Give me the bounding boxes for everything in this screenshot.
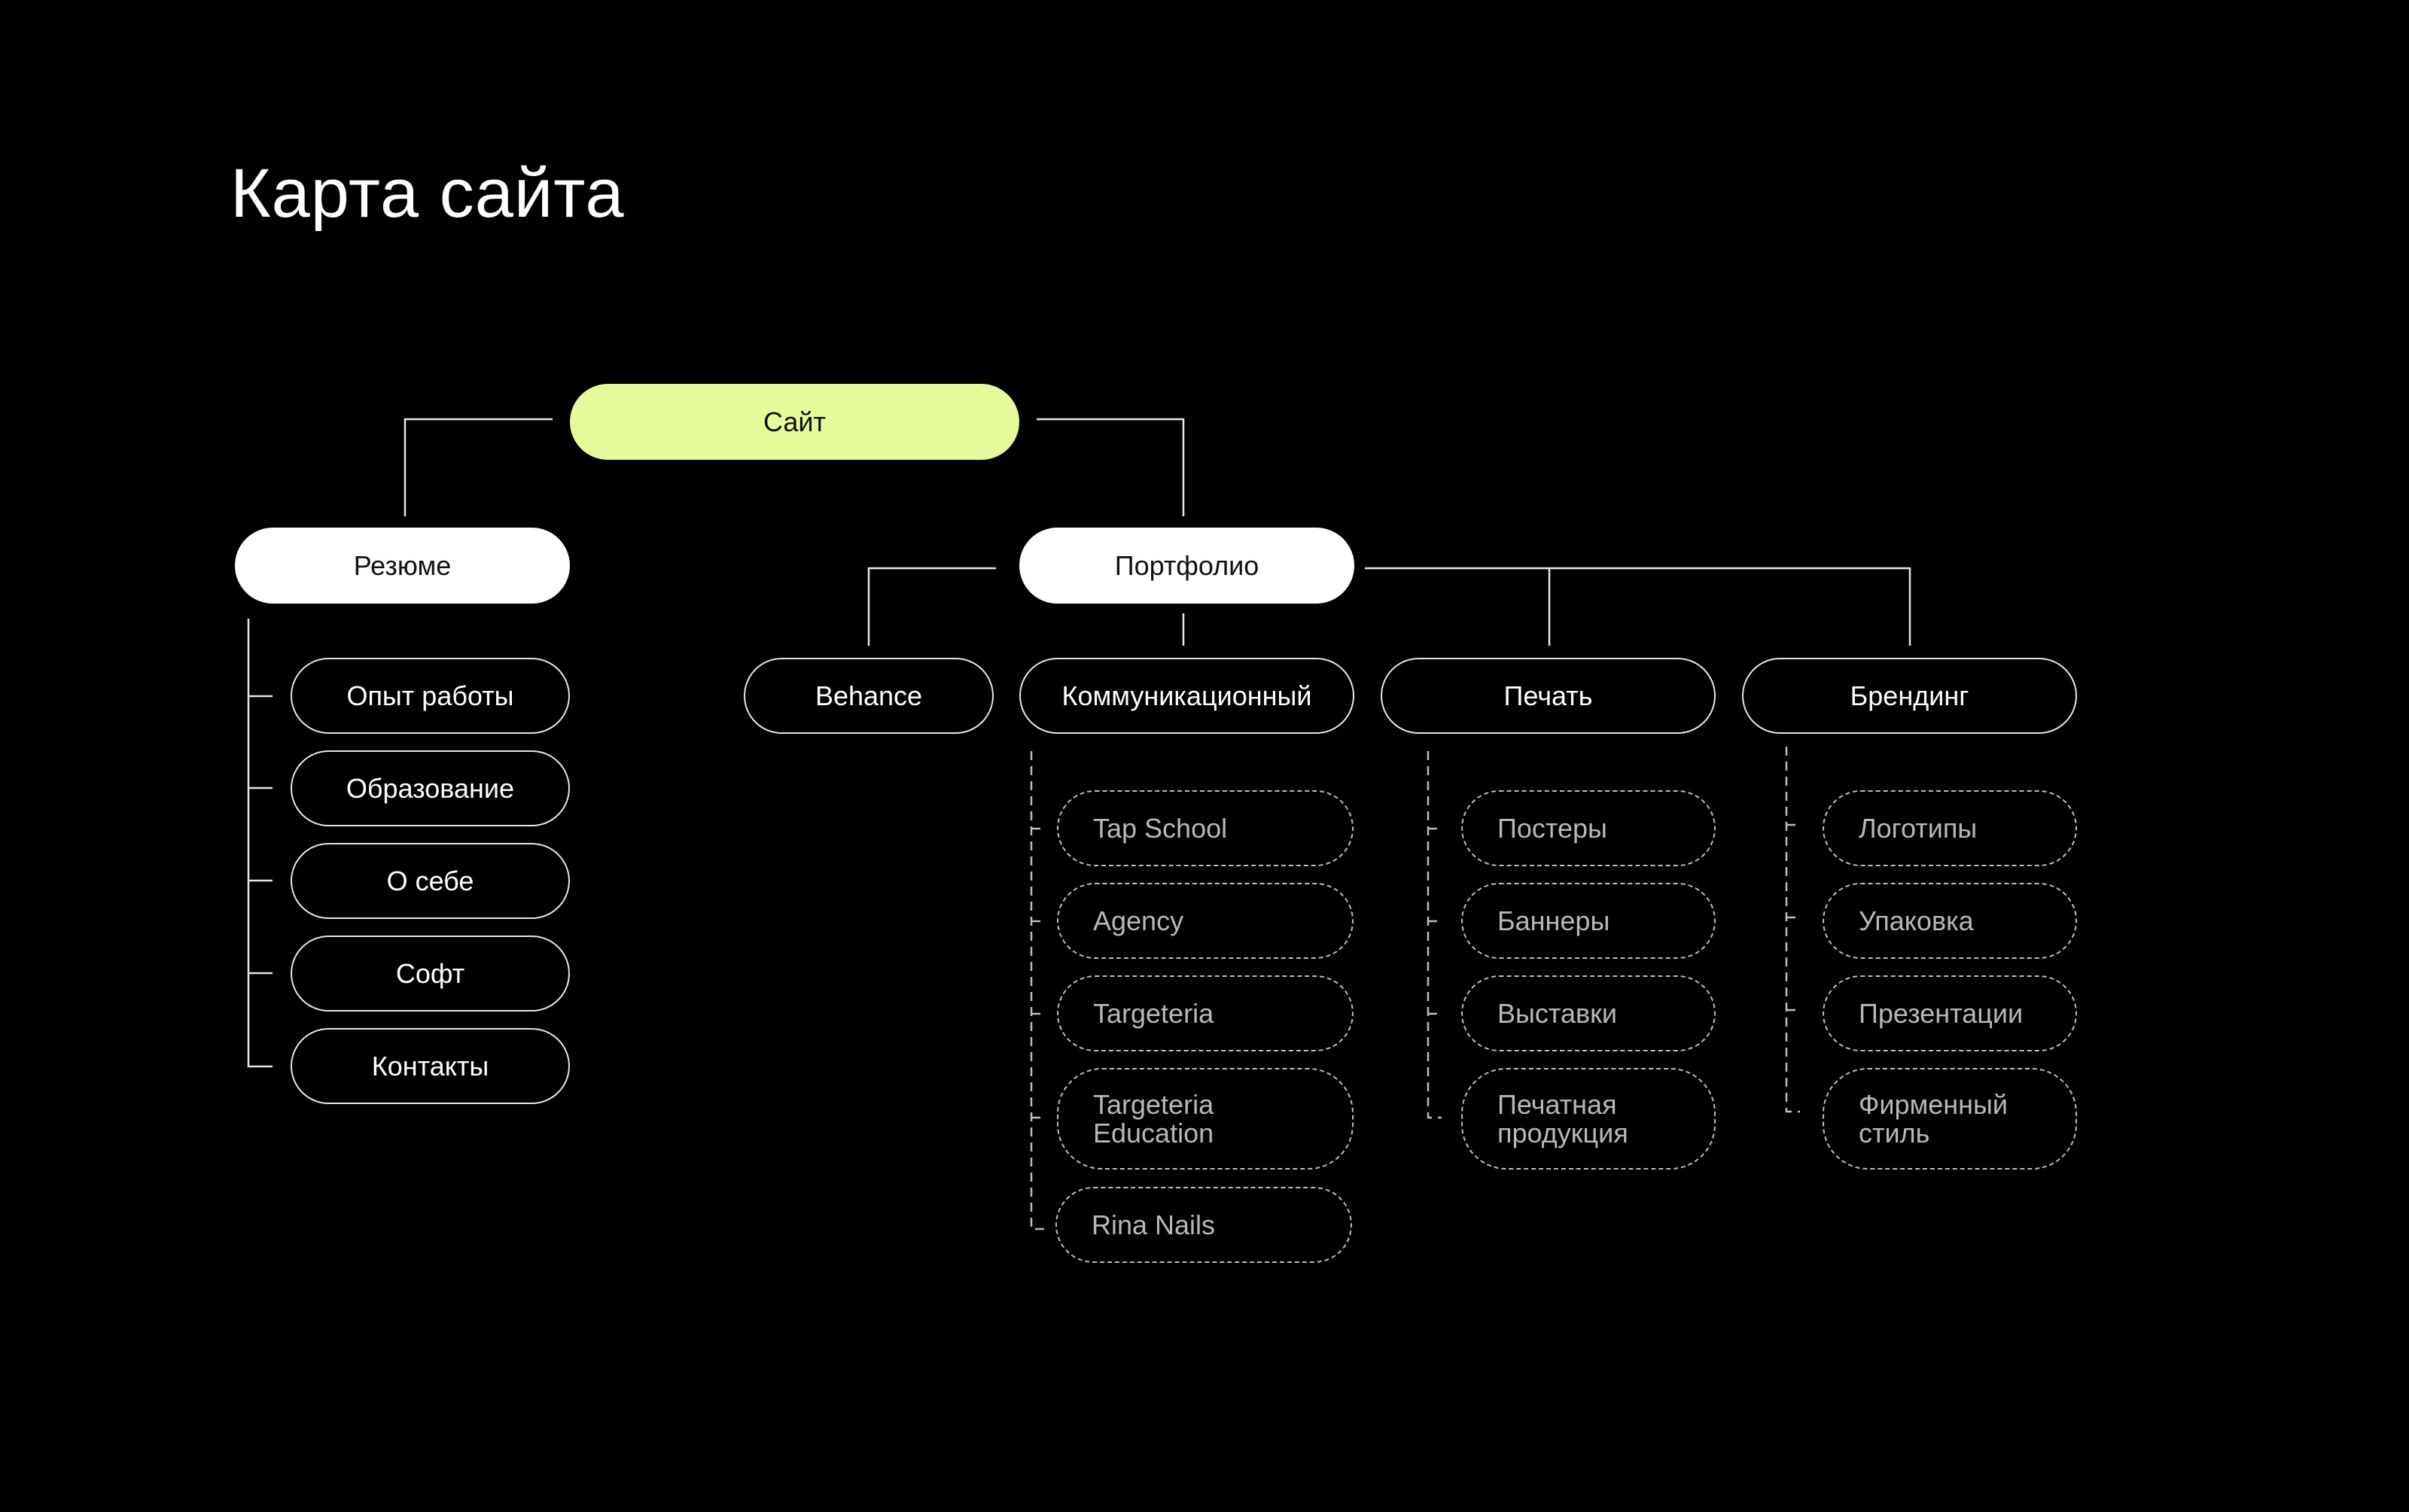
node-resume-software[interactable]: Софт — [291, 935, 570, 1012]
node-rina-nails[interactable]: Rina Nails — [1055, 1187, 1352, 1263]
node-label: Rina Nails — [1092, 1209, 1216, 1240]
node-resume-contacts[interactable]: Контакты — [291, 1028, 570, 1104]
node-label: Behance — [815, 680, 923, 711]
connector-brand-list — [1785, 747, 1800, 1113]
node-label: Targeteria — [1093, 997, 1214, 1029]
node-resume-education[interactable]: Образование — [291, 750, 570, 826]
node-label: О себе — [386, 865, 474, 896]
node-label: Портфолио — [1114, 549, 1259, 581]
node-label: Софт — [395, 957, 465, 989]
connector-root-portfolio — [1037, 418, 1185, 516]
node-portfolio[interactable]: Портфолио — [1019, 528, 1354, 604]
node-targeteria[interactable]: Targeteria — [1057, 975, 1354, 1051]
node-label: Выставки — [1497, 997, 1617, 1029]
node-resume-about[interactable]: О себе — [291, 843, 570, 919]
connector-resume-list — [247, 619, 273, 1068]
node-label: Упаковка — [1859, 905, 1974, 936]
node-label: Tap School — [1093, 812, 1228, 844]
node-label: Agency — [1093, 905, 1184, 936]
node-resume[interactable]: Резюме — [235, 528, 570, 604]
node-behance[interactable]: Behance — [744, 658, 994, 734]
node-label: Презентации — [1859, 997, 2024, 1029]
node-print[interactable]: Печать — [1381, 658, 1716, 734]
node-label: Баннеры — [1497, 905, 1610, 936]
node-label: Targeteria Education — [1093, 1088, 1214, 1148]
node-posters[interactable]: Постеры — [1461, 790, 1716, 866]
node-label: Фирменный стиль — [1859, 1088, 2009, 1148]
node-label: Коммуникационный — [1061, 680, 1312, 711]
connector-portfolio-print-brand — [1365, 567, 1911, 646]
node-corporate-identity[interactable]: Фирменный стиль — [1823, 1068, 2077, 1170]
node-packaging[interactable]: Упаковка — [1823, 883, 2077, 959]
node-presentations[interactable]: Презентации — [1823, 975, 2077, 1051]
node-printed-products[interactable]: Печатная продукция — [1461, 1068, 1716, 1170]
node-tap-school[interactable]: Tap School — [1057, 790, 1354, 866]
node-label: Образование — [346, 772, 515, 804]
node-site-root[interactable]: Сайт — [570, 384, 1019, 460]
connector-portfolio-behance — [867, 567, 996, 646]
node-label: Печать — [1503, 680, 1593, 711]
node-agency[interactable]: Agency — [1057, 883, 1354, 959]
page-title: Карта сайта — [230, 155, 625, 232]
node-resume-experience[interactable]: Опыт работы — [291, 658, 570, 734]
node-label: Сайт — [763, 406, 827, 437]
node-label: Постеры — [1497, 812, 1607, 844]
node-label: Логотипы — [1859, 812, 1978, 844]
node-label: Опыт работы — [346, 680, 514, 711]
node-label: Брендинг — [1850, 680, 1969, 711]
node-label: Печатная продукция — [1497, 1088, 1628, 1148]
node-banners[interactable]: Баннеры — [1461, 883, 1716, 959]
connector-root-resume — [404, 418, 553, 516]
connector-print-list — [1427, 751, 1442, 1119]
node-branding[interactable]: Брендинг — [1742, 658, 2077, 734]
node-targeteria-education[interactable]: Targeteria Education — [1057, 1068, 1354, 1170]
connector-comm-list — [1030, 751, 1045, 1231]
node-logos[interactable]: Логотипы — [1823, 790, 2077, 866]
node-communication[interactable]: Коммуникационный — [1019, 658, 1354, 734]
node-exhibitions[interactable]: Выставки — [1461, 975, 1716, 1051]
node-label: Контакты — [371, 1050, 489, 1082]
node-label: Резюме — [353, 549, 452, 581]
